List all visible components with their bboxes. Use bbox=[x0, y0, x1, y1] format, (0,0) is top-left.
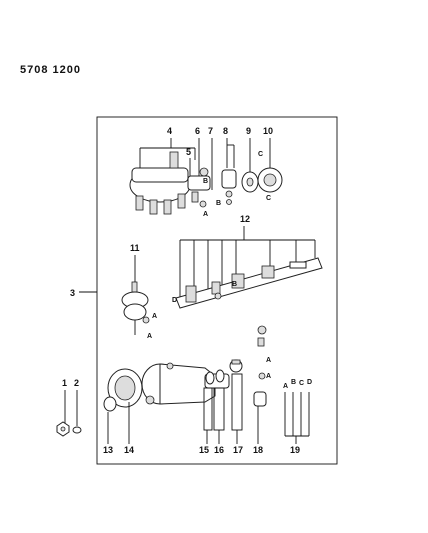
bracket-15 bbox=[203, 387, 213, 431]
callout-10: 10 bbox=[263, 126, 273, 136]
rotor bbox=[187, 167, 211, 208]
letter-c-10b: C bbox=[266, 195, 271, 202]
drive-shaft bbox=[175, 257, 323, 309]
callout-11: 11 bbox=[130, 243, 140, 253]
small-washer bbox=[72, 426, 82, 434]
washer bbox=[103, 396, 117, 412]
document-code: 5708 1200 bbox=[20, 64, 81, 76]
letter-b-upper: B bbox=[203, 178, 208, 185]
letter-b-19: B bbox=[291, 379, 296, 386]
callout-19: 19 bbox=[290, 445, 300, 455]
callout-2: 2 bbox=[74, 378, 79, 388]
letter-b-12: B bbox=[232, 281, 237, 288]
letter-d-12: D bbox=[172, 297, 177, 304]
ring-16 bbox=[215, 369, 225, 383]
callout-17: 17 bbox=[233, 445, 243, 455]
callout-6: 6 bbox=[195, 126, 200, 136]
callout-13: 13 bbox=[103, 445, 113, 455]
nut bbox=[56, 421, 70, 437]
letter-b-8: B bbox=[216, 200, 221, 207]
callout-8: 8 bbox=[223, 126, 228, 136]
part-9-ring bbox=[241, 171, 259, 193]
letter-a-11a: A bbox=[152, 313, 157, 320]
bracket-17 bbox=[231, 373, 243, 431]
assembly-frame bbox=[96, 116, 338, 465]
coupling-18 bbox=[253, 325, 267, 407]
letter-d-19: D bbox=[307, 379, 312, 386]
gear-17 bbox=[229, 359, 243, 373]
part-8-bracket bbox=[221, 169, 237, 205]
callout-1: 1 bbox=[62, 378, 67, 388]
housing-gasket bbox=[107, 368, 143, 408]
vacuum-advance bbox=[121, 281, 150, 335]
letter-a-19: A bbox=[283, 383, 288, 390]
letter-c-19: C bbox=[299, 380, 304, 387]
callout-4: 4 bbox=[167, 126, 172, 136]
callout-9: 9 bbox=[246, 126, 251, 136]
callout-7: 7 bbox=[208, 126, 213, 136]
callout-5: 5 bbox=[186, 147, 191, 157]
letter-a-upper: A bbox=[203, 211, 208, 218]
letter-a-18a: A bbox=[266, 357, 271, 364]
letter-a-11b: A bbox=[147, 333, 152, 340]
callout-3: 3 bbox=[70, 288, 75, 298]
ring-15 bbox=[205, 371, 215, 385]
distributor-housing bbox=[141, 362, 230, 405]
distributor-cap bbox=[129, 151, 191, 215]
callout-18: 18 bbox=[253, 445, 263, 455]
callout-16: 16 bbox=[214, 445, 224, 455]
letter-c-10a: C bbox=[258, 151, 263, 158]
part-10-clip bbox=[257, 167, 283, 193]
callout-12: 12 bbox=[240, 214, 250, 224]
callout-14: 14 bbox=[124, 445, 134, 455]
callout-15: 15 bbox=[199, 445, 209, 455]
letter-a-18b: A bbox=[266, 373, 271, 380]
